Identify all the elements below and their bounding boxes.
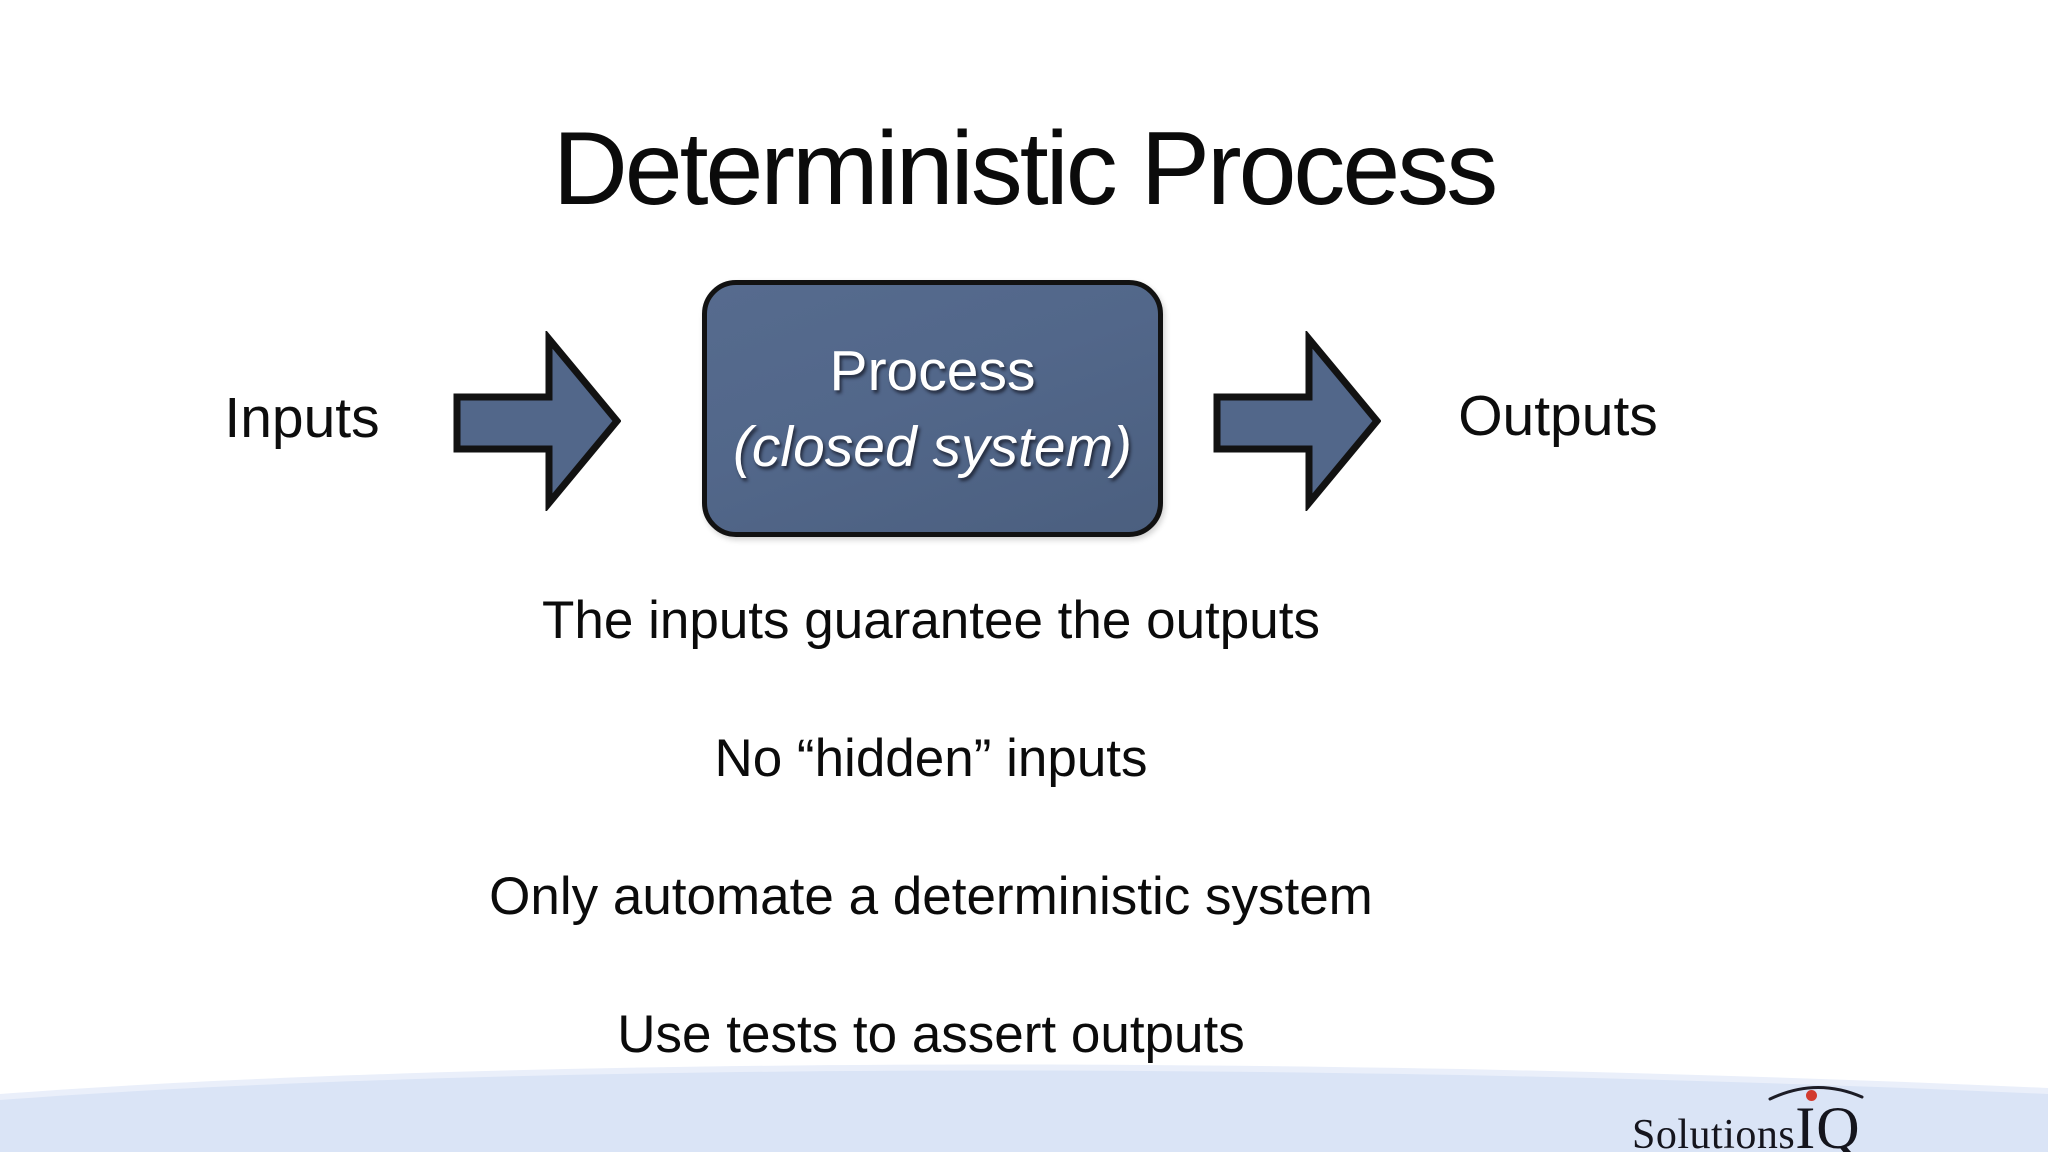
inputs-label: Inputs xyxy=(224,386,380,450)
arrow-right-icon xyxy=(1213,331,1381,511)
logo-red-dot-icon xyxy=(1806,1090,1817,1101)
bottom-wave-decoration xyxy=(0,1064,2048,1152)
process-box: Process (closed system) xyxy=(702,280,1163,537)
logo-text-main: Solutions xyxy=(1632,1112,1796,1152)
process-box-subtitle: (closed system) xyxy=(732,414,1133,479)
bullet-point: Use tests to assert outputs xyxy=(617,1005,1245,1064)
bullet-points: The inputs guarantee the outputs No “hid… xyxy=(181,585,1681,1071)
bullet-point: The inputs guarantee the outputs xyxy=(542,591,1320,650)
process-box-title: Process xyxy=(829,338,1036,403)
bullet-point: No “hidden” inputs xyxy=(714,729,1148,788)
outputs-label: Outputs xyxy=(1458,384,1658,448)
arrow-right-icon xyxy=(453,331,621,511)
logo-text-suffix: IQ xyxy=(1795,1095,1861,1152)
logo-arc-icon xyxy=(1768,1086,1864,1101)
bullet-point: Only automate a deterministic system xyxy=(489,867,1373,926)
slide-title: Deterministic Process xyxy=(552,111,1499,227)
